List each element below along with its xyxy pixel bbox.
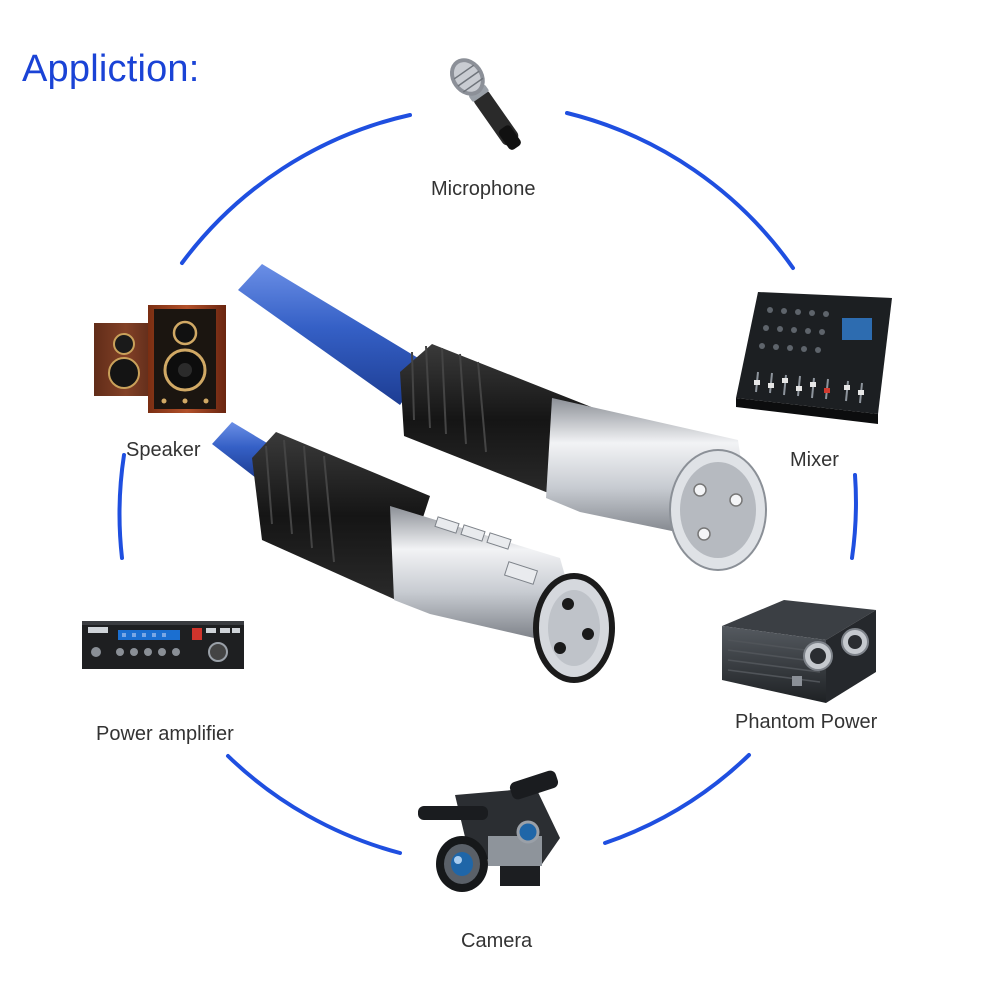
label-power-amplifier: Power amplifier (96, 723, 234, 745)
ring-arcs (117, 111, 858, 855)
speaker-icon (94, 305, 226, 413)
ring-arc-bottom-left (226, 754, 402, 855)
ring-arc-right (850, 473, 858, 560)
ring-arc-bottom-right (603, 753, 751, 845)
label-phantom-power: Phantom Power (735, 711, 878, 733)
mixer-icon (736, 292, 892, 424)
label-mixer: Mixer (790, 449, 839, 471)
microphone-icon (449, 58, 521, 150)
ring-arc-left (117, 453, 126, 560)
power-amplifier-icon (82, 621, 244, 669)
ring-arc-top-left (180, 113, 412, 265)
xlr-cable-icon (212, 264, 767, 683)
label-speaker: Speaker (126, 439, 201, 461)
page-title: Appliction: (22, 48, 200, 90)
camera-icon (418, 770, 560, 892)
label-camera: Camera (461, 930, 533, 952)
phantom-power-icon (722, 600, 876, 703)
ring-arc-top-right (565, 111, 795, 270)
label-microphone: Microphone (431, 178, 536, 200)
